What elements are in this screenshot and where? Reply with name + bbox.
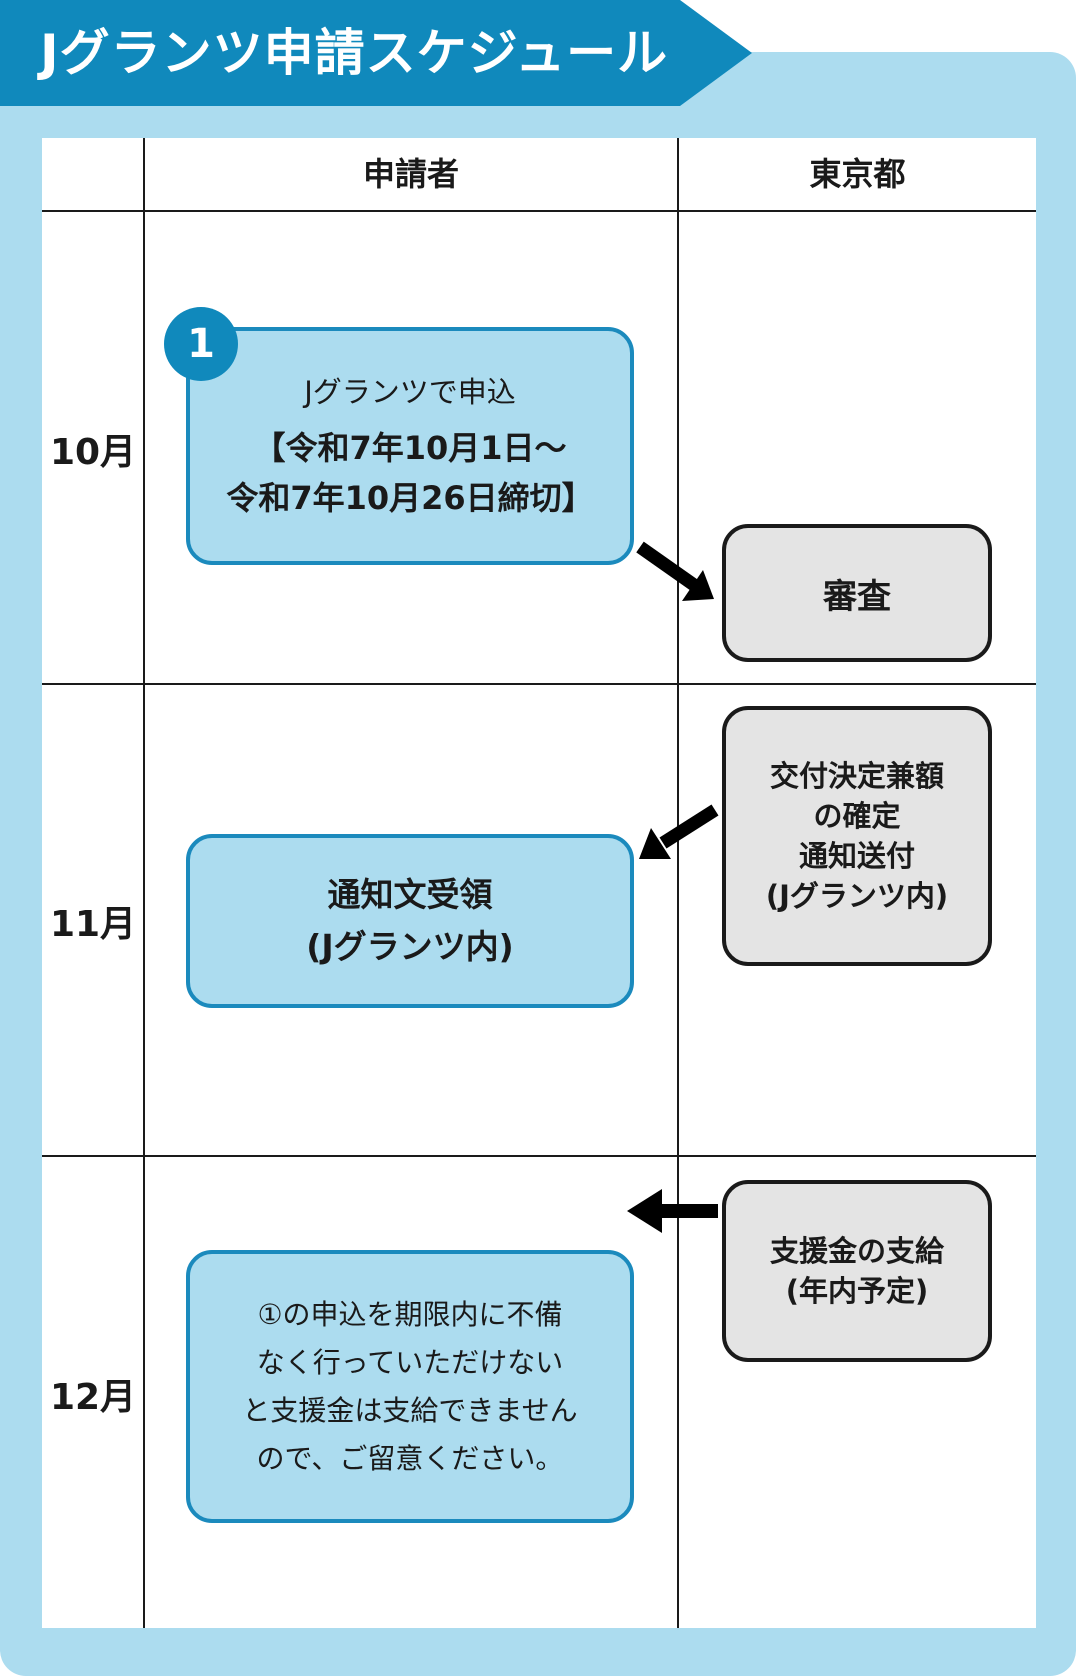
title-banner: Jグランツ申請スケジュール [0,0,752,106]
month-label-december: 12月 [49,1377,137,1418]
apply-period-end: 令和7年10月26日締切】 [226,479,594,517]
decision-box: 交付決定兼額 の確定 通知送付 (Jグランツ内) [722,706,992,966]
notice-box: ①の申込を期限内に不備 なく行っていただけない と支援金は支給できません ので、… [186,1250,634,1523]
month-label-november: 11月 [49,904,137,945]
apply-box: Jグランツで申込 【令和7年10月1日～ 令和7年10月26日締切】 [186,327,634,565]
page-title: Jグランツ申請スケジュール [40,24,669,82]
payment-box: 支援金の支給 (年内予定) [722,1180,992,1362]
column-divider [677,138,679,1628]
arrow-decision-to-receipt [639,804,719,859]
arrow-shaft [659,804,719,849]
notice-text-line: ので、ご留意ください。 [256,1441,564,1475]
column-header-tokyo: 東京都 [809,155,906,193]
row-divider [42,683,1036,685]
receipt-text-line: (Jグランツ内) [306,927,514,966]
apply-text-line: Jグランツで申込 [304,375,516,409]
decision-text-line: (Jグランツ内) [765,879,949,913]
payment-text-line: (年内予定) [785,1274,929,1308]
month-label-october: 10月 [49,432,137,473]
arrow-shaft [636,541,698,591]
notice-text-line: ①の申込を期限内に不備 [257,1297,563,1331]
arrow-head [627,1189,662,1233]
review-box: 審査 [722,524,992,662]
arrow-head [682,570,714,601]
notice-text-line: と支援金は支給できません [242,1393,578,1427]
arrow-head [639,828,671,859]
notice-text-line: なく行っていただけない [256,1345,564,1379]
row-divider [42,1155,1036,1157]
decision-text-line: の確定 [813,799,901,833]
decision-text-line: 交付決定兼額 [769,759,944,793]
column-divider [143,138,145,1628]
header-divider [42,210,1036,212]
column-header-applicant: 申請者 [362,155,459,193]
arrow-apply-to-review [636,541,714,601]
apply-period-start: 【令和7年10月1日～ [253,429,567,467]
payment-text-line: 支援金の支給 [769,1234,944,1268]
receipt-text-line: 通知文受領 [327,875,493,914]
review-label: 審査 [823,576,891,617]
decision-text-line: 通知送付 [798,839,915,873]
receipt-box: 通知文受領 (Jグランツ内) [186,834,634,1008]
step-badge: 1 [164,307,238,381]
arrow-payment-to-applicant [627,1189,718,1233]
